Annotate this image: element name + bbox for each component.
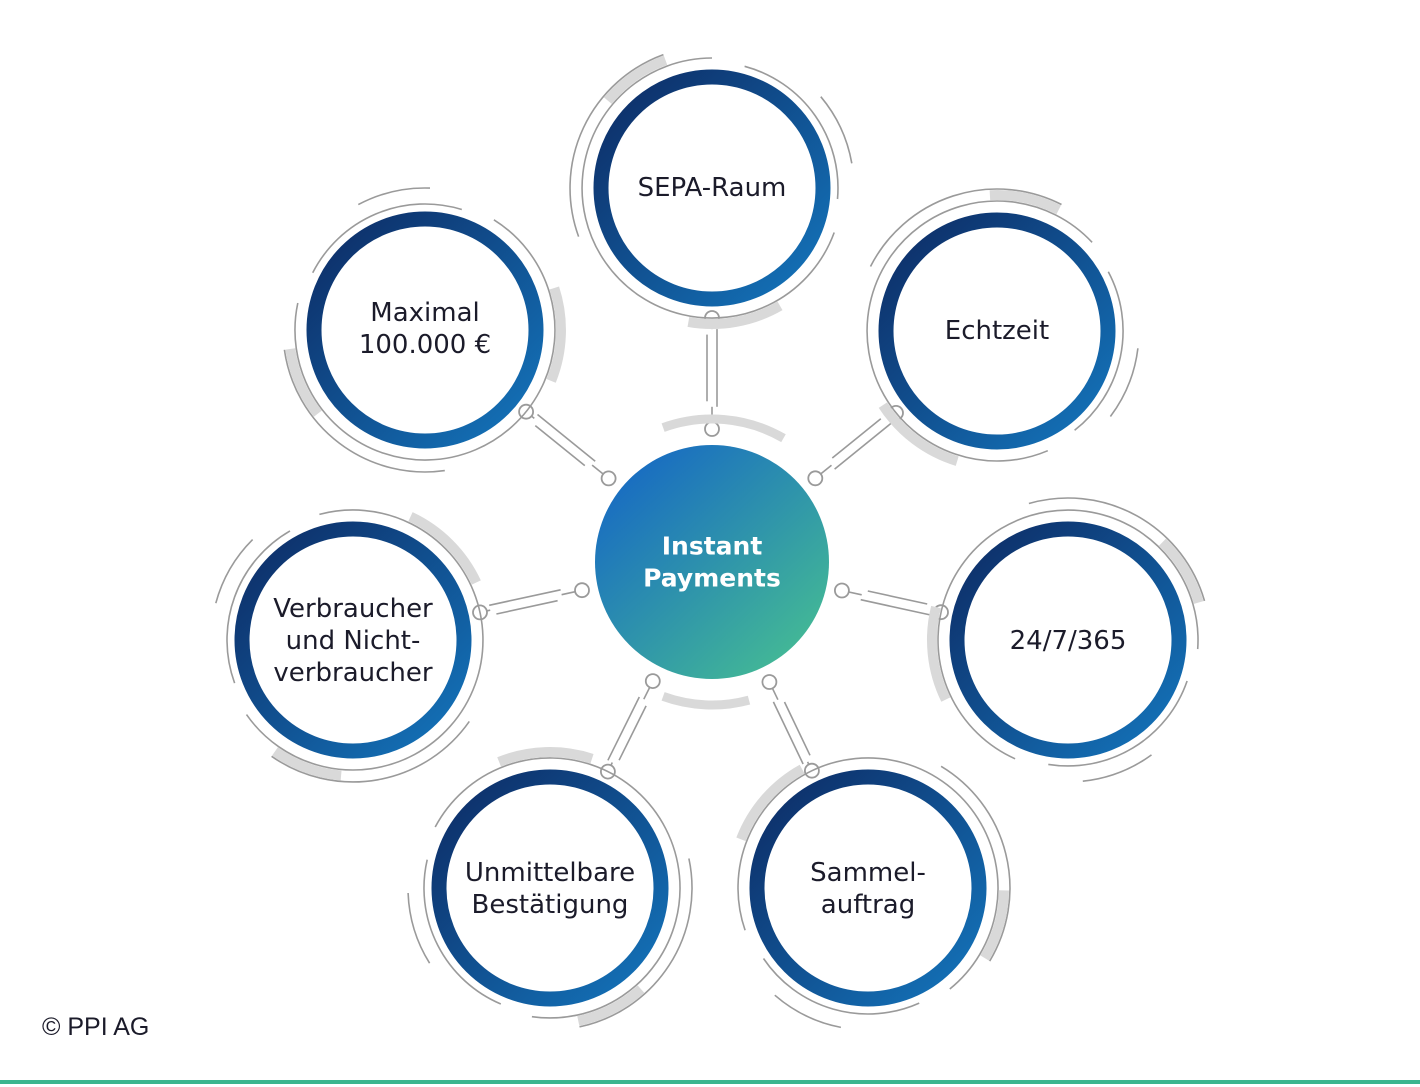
node-outer-arc xyxy=(940,765,1011,962)
node-outer-arc xyxy=(569,53,664,237)
connector-node xyxy=(600,470,617,487)
center-label-line: Payments xyxy=(643,564,781,593)
node-outer-arc xyxy=(311,203,463,274)
node-label-line: Unmittelbare xyxy=(465,858,635,888)
node-accent-arc xyxy=(687,301,783,329)
nodes: SEPA-RaumEchtzeit24/7/365Sammel-auftragU… xyxy=(215,53,1206,1029)
node-24-7-365: 24/7/365 xyxy=(927,497,1206,782)
node-sepa-raum: SEPA-Raum xyxy=(569,53,853,329)
node-outer-arc xyxy=(866,200,1093,462)
node-accent-arc xyxy=(927,605,951,702)
node-echtzeit: Echtzeit xyxy=(866,188,1139,466)
node-label-line: verbraucher xyxy=(273,658,432,688)
center-accent-arc xyxy=(661,414,786,443)
node-accent-arc xyxy=(980,890,1009,961)
connector-node xyxy=(807,470,824,487)
node-accent-arc xyxy=(272,747,342,781)
node-label-line: und Nicht- xyxy=(286,626,421,656)
center-circle xyxy=(595,445,829,679)
node-label-line: Sammel- xyxy=(810,858,926,888)
node-accent-arc xyxy=(497,747,594,767)
connector-node xyxy=(644,673,661,689)
connectors xyxy=(472,310,949,780)
node-outer-arc xyxy=(579,858,693,1028)
connector-node xyxy=(761,674,778,690)
connector-line xyxy=(496,599,558,615)
node-outer-arc xyxy=(820,96,853,164)
node-label-line: SEPA-Raum xyxy=(638,173,787,203)
node-ring xyxy=(593,69,831,307)
node-outer-arc xyxy=(1048,680,1188,767)
node-label-line: auftrag xyxy=(821,890,915,920)
connector-line xyxy=(867,590,928,605)
node-outer-arc xyxy=(744,65,839,200)
node-accent-arc xyxy=(408,512,481,585)
node-outer-arc xyxy=(737,757,999,990)
node-outer-arc xyxy=(407,892,431,964)
node-ring xyxy=(306,211,544,449)
connector-line xyxy=(618,705,647,761)
connector-line xyxy=(607,696,641,761)
node-outer-arc xyxy=(1028,497,1206,602)
node-accent-arc xyxy=(989,190,1061,215)
node-accent-arc xyxy=(878,402,959,466)
connector-node xyxy=(704,421,720,437)
connector-line xyxy=(534,424,586,467)
node-accent-arc xyxy=(546,286,566,383)
node-label-line: 24/7/365 xyxy=(1010,626,1127,656)
connector-line xyxy=(489,589,561,607)
decorative-arcs xyxy=(661,414,786,710)
node-outer-arc xyxy=(1109,348,1139,417)
node-outer-arc xyxy=(423,859,502,1005)
node-outer-arc xyxy=(226,530,291,684)
center-accent-arc xyxy=(661,692,751,710)
connector-line xyxy=(834,422,892,470)
node-outer-arc xyxy=(245,509,484,771)
node-outer-arc xyxy=(357,187,431,206)
connector-line xyxy=(536,413,596,462)
copyright-text: © PPI AG xyxy=(42,1013,150,1041)
node-sammelauftrag: Sammel-auftrag xyxy=(736,757,1011,1029)
center-label-line: Instant xyxy=(662,532,763,561)
connector-node xyxy=(574,582,590,599)
node-outer-arc xyxy=(215,539,254,604)
node-ring xyxy=(234,521,472,759)
connector-line xyxy=(783,701,811,756)
node-ring xyxy=(749,769,987,1007)
node-accent-arc xyxy=(1158,538,1204,604)
node-outer-arc xyxy=(283,349,445,473)
node-outer-arc xyxy=(581,57,835,319)
node-outer-arc xyxy=(762,958,920,1015)
node-label-line: Maximal xyxy=(370,298,479,328)
node-accent-arc xyxy=(736,764,805,842)
node-outer-arc xyxy=(271,720,470,783)
node-accent-arc xyxy=(603,55,668,104)
node-outer-arc xyxy=(937,509,1199,760)
node-label-line: 100.000 € xyxy=(359,330,491,360)
node-accent-arc xyxy=(285,348,322,417)
connector-line xyxy=(772,701,804,765)
connector-line xyxy=(860,598,931,616)
node-label-line: Verbraucher xyxy=(273,594,433,624)
node-outer-arc xyxy=(434,757,681,1019)
bottom-accent-bar xyxy=(0,1080,1420,1084)
node-outer-arc xyxy=(1082,754,1152,782)
node-label-line: Echtzeit xyxy=(945,316,1049,346)
connector-line xyxy=(831,418,882,459)
node-ring xyxy=(878,212,1116,450)
node-ring xyxy=(431,769,669,1007)
node-accent-arc xyxy=(577,985,645,1026)
node-label-line: Bestätigung xyxy=(472,890,629,920)
node-outer-arc xyxy=(1074,271,1124,431)
node-outer-arc xyxy=(294,219,556,461)
node-outer-arc xyxy=(869,188,1062,267)
connector-node xyxy=(834,582,850,599)
node-outer-arc xyxy=(774,994,842,1029)
node-ring xyxy=(949,521,1187,759)
